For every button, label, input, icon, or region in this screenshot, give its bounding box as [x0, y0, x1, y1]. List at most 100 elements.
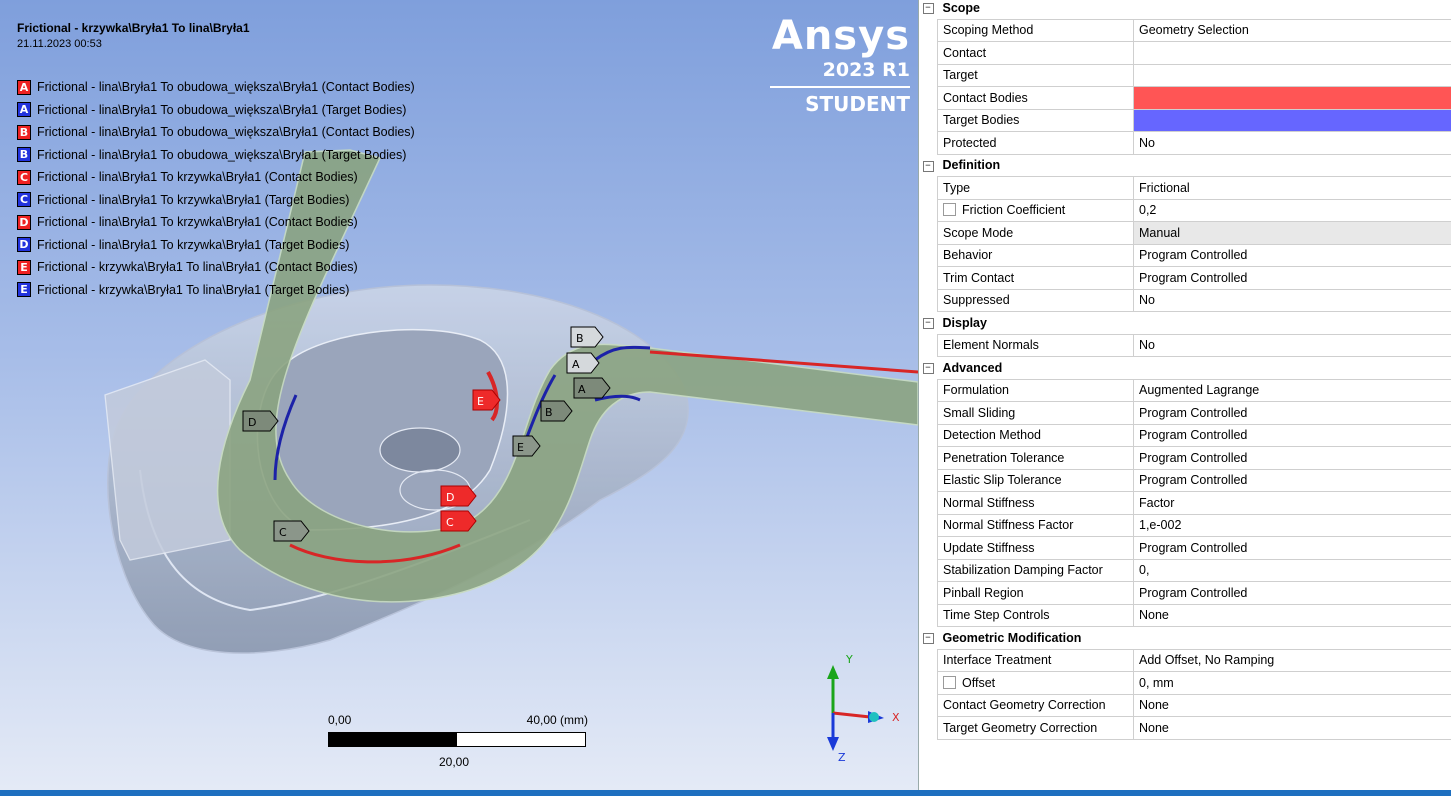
property-row[interactable]: Target Geometry Correction None [937, 716, 1451, 740]
collapse-toggle-icon[interactable]: − [922, 318, 934, 329]
graphics-viewport[interactable]: B A A B E E D D C C Frictional - krzywka… [0, 0, 918, 790]
property-value[interactable]: Augmented Lagrange [1133, 378, 1451, 402]
property-value[interactable]: None [1133, 603, 1451, 627]
property-label: Normal Stiffness [943, 495, 1035, 510]
legend-key-badge: A [17, 102, 31, 118]
section-header[interactable]: −Definition [922, 153, 1451, 177]
section-header[interactable]: −Advanced [922, 356, 1451, 380]
property-row[interactable]: Normal Stiffness Factor [937, 491, 1451, 515]
property-label: Elastic Slip Tolerance [943, 473, 1062, 488]
property-row[interactable]: Target Bodies [937, 108, 1451, 132]
model-geometry[interactable]: B A A B E E D D C C [0, 0, 918, 790]
property-row[interactable]: Contact [937, 41, 1451, 65]
marker-tag-e-red: E [472, 389, 501, 411]
property-value[interactable]: Geometry Selection [1133, 18, 1451, 42]
property-value[interactable]: Program Controlled [1133, 536, 1451, 560]
property-row[interactable]: Time Step Controls None [937, 603, 1451, 627]
section-header[interactable]: −Geometric Modification [922, 626, 1451, 650]
property-value[interactable]: 0, mm [1133, 671, 1451, 695]
viewport-title: Frictional - krzywka\Bryła1 To lina\Brył… [17, 21, 250, 35]
legend-key-badge: C [17, 169, 31, 185]
property-row[interactable]: Stabilization Damping Factor 0, [937, 558, 1451, 582]
legend-key-badge: C [17, 192, 31, 208]
collapse-toggle-icon[interactable]: − [922, 633, 934, 644]
property-label: Scoping Method [943, 23, 1034, 38]
property-row[interactable]: Scoping Method Geometry Selection [937, 18, 1451, 42]
property-value[interactable]: 1,e-002 [1133, 513, 1451, 537]
property-value[interactable]: Program Controlled [1133, 401, 1451, 425]
property-value[interactable]: None [1133, 693, 1451, 717]
property-row[interactable]: Target [937, 63, 1451, 87]
parameter-checkbox[interactable] [943, 203, 956, 217]
property-label: Protected [943, 135, 997, 150]
property-label-cell: Target [937, 63, 1134, 87]
section-header[interactable]: −Scope [922, 0, 1451, 20]
property-value[interactable]: Program Controlled [1133, 423, 1451, 447]
legend-label: Frictional - lina\Bryła1 To krzywka\Brył… [37, 237, 350, 252]
target-edge-d [273, 394, 298, 481]
section-header[interactable]: −Display [922, 311, 1451, 335]
property-value[interactable]: Program Controlled [1133, 243, 1451, 267]
property-value[interactable]: Frictional [1133, 176, 1451, 200]
property-label: Time Step Controls [943, 608, 1050, 623]
property-label-cell: Scope Mode [937, 221, 1134, 245]
z-axis-label: Z [838, 751, 846, 764]
property-value[interactable]: 0, [1133, 558, 1451, 582]
collapse-toggle-icon[interactable]: − [922, 3, 934, 14]
property-row[interactable]: Contact Bodies [937, 86, 1451, 110]
property-value[interactable] [1133, 41, 1451, 65]
collapse-toggle-icon[interactable]: − [922, 363, 934, 374]
property-value[interactable]: Program Controlled [1133, 468, 1451, 492]
property-label: Stabilization Damping Factor [943, 563, 1103, 578]
scale-bar-fill [329, 733, 457, 746]
property-value[interactable] [1133, 108, 1451, 132]
property-row[interactable]: Protected No [937, 131, 1451, 155]
scale-min-label: 0,00 [328, 713, 352, 727]
collapse-toggle-icon[interactable]: − [922, 160, 934, 172]
property-value[interactable]: Add Offset, No Ramping [1133, 648, 1451, 672]
property-value[interactable]: No [1133, 288, 1451, 312]
property-value[interactable]: Manual [1133, 221, 1451, 245]
property-value[interactable]: Program Controlled [1133, 581, 1451, 605]
marker-tag-a2: A [573, 377, 611, 399]
axis-triad[interactable]: Y X Z [810, 645, 910, 775]
legend-label: Frictional - lina\Bryła1 To krzywka\Brył… [37, 215, 358, 230]
property-value[interactable]: Factor [1133, 491, 1451, 515]
property-row[interactable]: Elastic Slip Tolerance Program Controlled [937, 468, 1451, 492]
parameter-checkbox[interactable] [943, 675, 956, 689]
legend-label: Frictional - lina\Bryła1 To obudowa_więk… [37, 147, 407, 162]
property-value[interactable]: No [1133, 131, 1451, 155]
property-value[interactable]: None [1133, 716, 1451, 740]
property-label-cell: Scoping Method [937, 18, 1134, 42]
property-value[interactable] [1133, 86, 1451, 110]
property-value[interactable]: Program Controlled [1133, 266, 1451, 290]
property-value[interactable]: Program Controlled [1133, 446, 1451, 470]
property-label: Target Geometry Correction [943, 720, 1098, 735]
property-value[interactable]: No [1133, 333, 1451, 357]
brand-name: Ansys [771, 13, 910, 59]
marker-tag-d-black: D [242, 410, 279, 432]
property-label-cell: Element Normals [937, 333, 1134, 357]
property-value[interactable]: 0,2 [1133, 198, 1451, 222]
property-value[interactable] [1133, 63, 1451, 87]
property-label: Contact Bodies [943, 90, 1028, 105]
